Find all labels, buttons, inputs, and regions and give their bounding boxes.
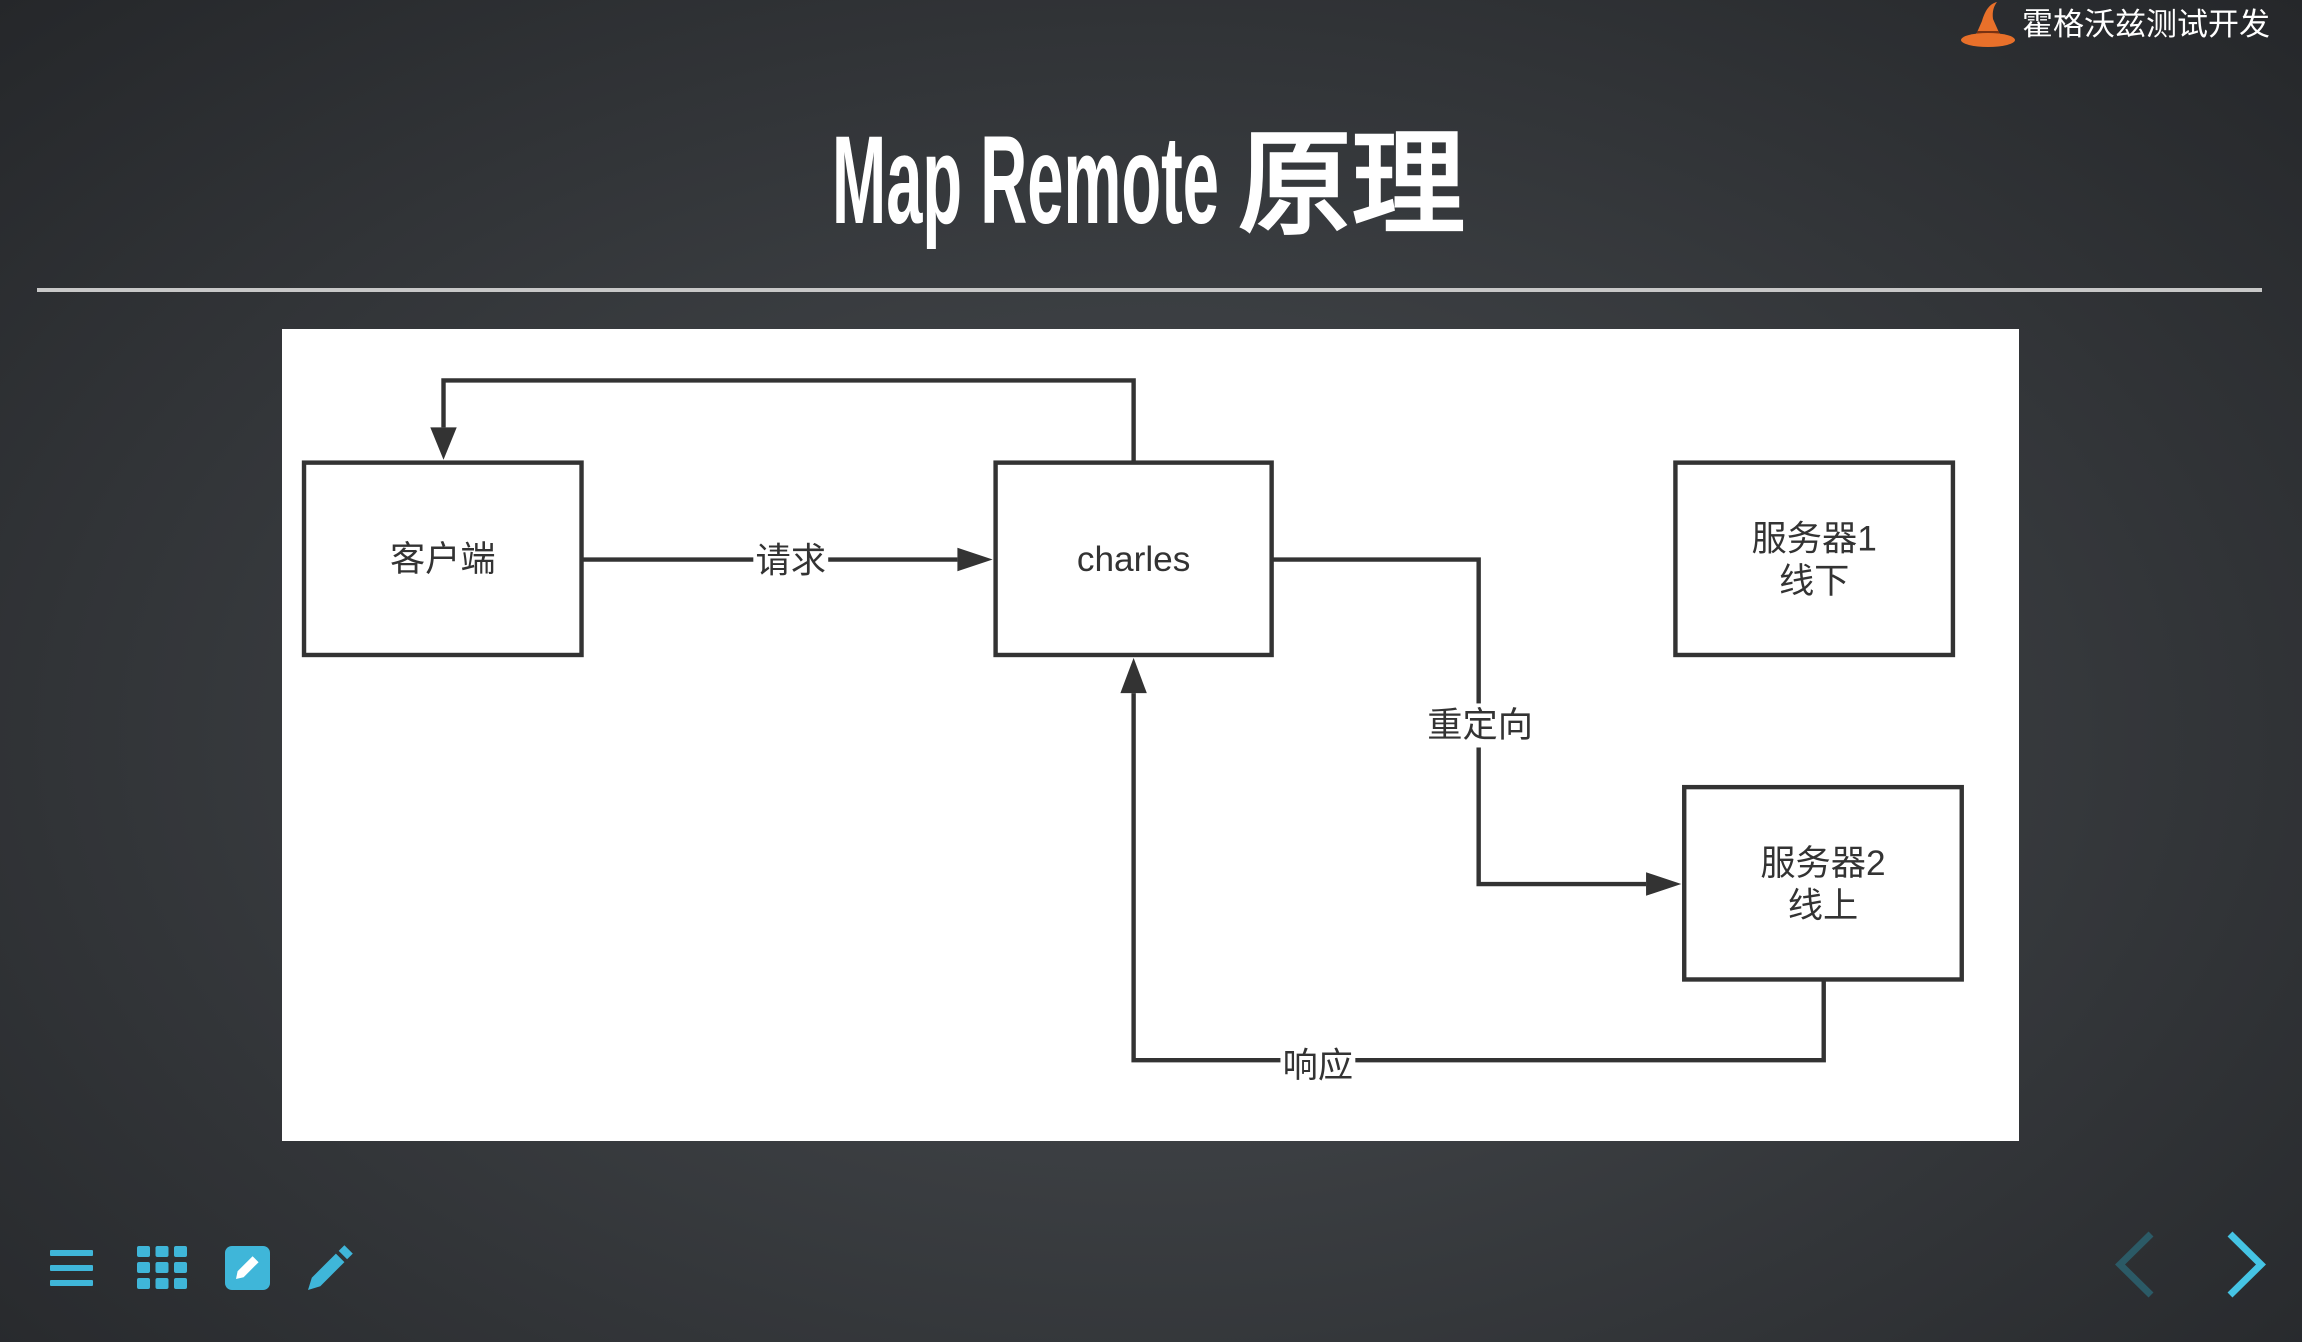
grid-cell xyxy=(155,1278,169,1289)
grid-cell xyxy=(174,1278,187,1289)
chevron-right-icon xyxy=(2227,1231,2266,1298)
charles-box xyxy=(993,460,1274,658)
witch-hat-icon xyxy=(1961,2,2015,47)
server1-box xyxy=(1673,460,1956,658)
grid-cell xyxy=(155,1262,169,1273)
edit-icon-pencil xyxy=(236,1256,259,1279)
hat-cone xyxy=(1975,2,2001,37)
brand-logo: 霍格沃兹测试开发 xyxy=(1960,0,2280,56)
grid-cell xyxy=(174,1262,187,1273)
server2-box xyxy=(1682,784,1964,982)
menu-bar-middle xyxy=(50,1265,93,1271)
request-label: 请求 xyxy=(756,542,826,581)
response-arrowhead xyxy=(1120,657,1147,694)
redirect-label: 重定向 xyxy=(1427,706,1533,745)
response-label: 响应 xyxy=(1283,1047,1353,1086)
chevron-left-icon xyxy=(2115,1231,2154,1298)
grid-cell xyxy=(174,1246,187,1257)
grid-icon[interactable] xyxy=(137,1246,187,1289)
pencil-body xyxy=(308,1253,345,1290)
request-label-background xyxy=(753,540,829,582)
charles-label: charles xyxy=(1077,540,1191,579)
brand-name: 霍格沃兹测试开发 xyxy=(2022,7,2270,43)
map-remote-flow-diagram: 客户端 charles 服务器1 线下 服务器2 线上 请求 重定向 响应 xyxy=(301,378,1964,1087)
title-divider xyxy=(37,288,2262,292)
page-title: Map Remote 原理 xyxy=(832,111,1465,251)
server1-label-line1: 服务器1 xyxy=(1752,519,1877,558)
redirect-label-background xyxy=(1424,703,1536,748)
diagram-panel: 客户端 charles 服务器1 线下 服务器2 线上 请求 重定向 响应 xyxy=(282,329,2019,1141)
client-label: 客户端 xyxy=(390,540,496,579)
server2-label-line2: 线上 xyxy=(1788,887,1858,926)
menu-bar-bottom xyxy=(50,1280,93,1286)
grid-cell xyxy=(155,1246,169,1257)
client-box xyxy=(301,460,584,658)
response-label-background xyxy=(1280,1045,1356,1087)
next-slide-button[interactable] xyxy=(2226,1230,2267,1299)
return-arrowhead xyxy=(430,427,457,460)
grid-cell xyxy=(137,1262,150,1273)
server2-label-line1: 服务器2 xyxy=(1760,844,1885,883)
pencil-icon[interactable] xyxy=(305,1243,356,1293)
grid-cell xyxy=(137,1278,150,1289)
response-connector xyxy=(1131,693,1826,1063)
menu-icon[interactable] xyxy=(50,1249,93,1287)
pencil-eraser xyxy=(338,1245,353,1260)
prev-slide-button[interactable] xyxy=(2114,1230,2155,1299)
edit-icon[interactable] xyxy=(225,1246,270,1290)
redirect-arrowhead xyxy=(1646,872,1682,896)
hat-brim xyxy=(1961,33,2015,47)
menu-bar-top xyxy=(50,1250,93,1256)
page-title-latin: Map Remote xyxy=(832,111,1219,250)
request-arrowhead xyxy=(957,547,993,572)
grid-cell xyxy=(137,1246,150,1257)
server1-label-line2: 线下 xyxy=(1779,562,1849,601)
return-connector xyxy=(441,378,1136,463)
page-title-cjk: 原理 xyxy=(1238,118,1465,251)
